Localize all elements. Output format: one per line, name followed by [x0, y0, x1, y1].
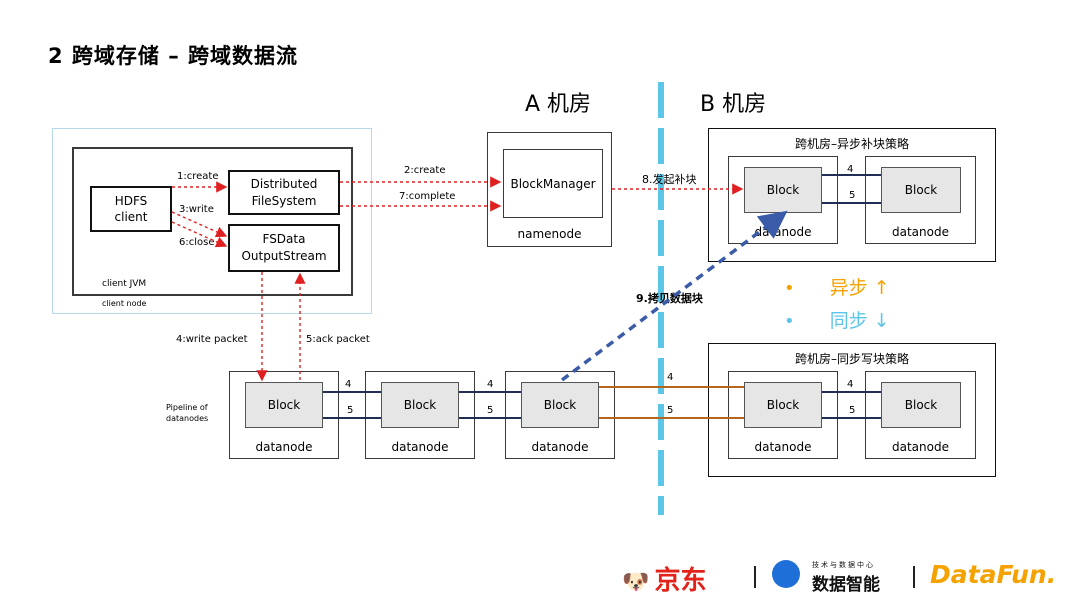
namenode-label: namenode	[517, 227, 582, 241]
label-write-packet: 4:write packet	[176, 334, 248, 345]
jd-mascot-icon: 🐶	[622, 570, 650, 595]
pipeline-num-4b: 4	[487, 379, 494, 390]
pipeline-num-5c: 5	[667, 405, 674, 416]
hdfs-client: HDFS client	[90, 186, 172, 232]
footer-divider-1	[754, 566, 756, 588]
legend-async: • 异步 ↑	[784, 277, 890, 299]
label-create2: 2:create	[404, 165, 446, 176]
sync-num-5: 5	[849, 405, 856, 416]
label-client-node: client node	[102, 299, 147, 308]
label-write: 3:write	[179, 204, 214, 215]
async-block-2: Block	[881, 167, 961, 213]
legend-sync: • 同步 ↓	[784, 310, 890, 332]
sync-num-4: 4	[847, 379, 854, 390]
room-b-label: B 机房	[700, 92, 767, 117]
dz-logo-icon	[772, 560, 800, 588]
pipeline-num-5b: 5	[487, 405, 494, 416]
pipeline-datanode-1-label: datanode	[255, 440, 313, 454]
slide-title: 2 跨域存储 – 跨域数据流	[48, 44, 299, 68]
async-panel-title: 跨机房–异步补块策略	[794, 137, 909, 151]
pipeline-datanode-2-label: datanode	[391, 440, 449, 454]
async-block-1: Block	[744, 167, 822, 213]
pipeline-block-2: Block	[381, 382, 459, 428]
async-datanode-2-label: datanode	[892, 225, 949, 239]
sync-block-1: Block	[744, 382, 822, 428]
pipeline-num-4a: 4	[345, 379, 352, 390]
async-num-5: 5	[849, 190, 856, 201]
async-datanode-1-label: datanode	[754, 225, 812, 239]
datafun-logo: DataFun.	[930, 560, 1057, 589]
label-complete: 7:complete	[399, 191, 456, 202]
async-num-4: 4	[847, 164, 854, 175]
label-copy-block: 9.拷贝数据块	[636, 292, 703, 305]
label-close: 6:close	[179, 237, 215, 248]
sync-datanode-2-label: datanode	[892, 440, 949, 454]
pipeline-block-1: Block	[245, 382, 323, 428]
sync-datanode-1-label: datanode	[754, 440, 812, 454]
sync-block-2: Block	[881, 382, 961, 428]
block-manager: BlockManager	[503, 149, 603, 218]
footer-divider-2	[913, 566, 915, 588]
pipeline-block-3: Block	[521, 382, 599, 428]
pipeline-num-4c: 4	[667, 372, 674, 383]
fsdata-outputstream: FSData OutputStream	[228, 224, 340, 272]
distributed-filesystem: Distributed FileSystem	[228, 170, 340, 215]
pipeline-label: Pipeline of datanodes	[166, 403, 209, 423]
pipeline-num-5a: 5	[347, 405, 354, 416]
label-ack-packet: 5:ack packet	[306, 334, 370, 345]
label-add-block: 8.发起补块	[642, 173, 697, 186]
pipeline-datanode-3-label: datanode	[531, 440, 589, 454]
jd-logo: 🐶 京东	[622, 566, 707, 596]
label-create: 1:create	[177, 171, 219, 182]
room-a-label: A 机房	[525, 92, 592, 117]
label-client-jvm: client JVM	[102, 279, 147, 289]
sync-panel-title: 跨机房–同步写块策略	[794, 352, 909, 366]
